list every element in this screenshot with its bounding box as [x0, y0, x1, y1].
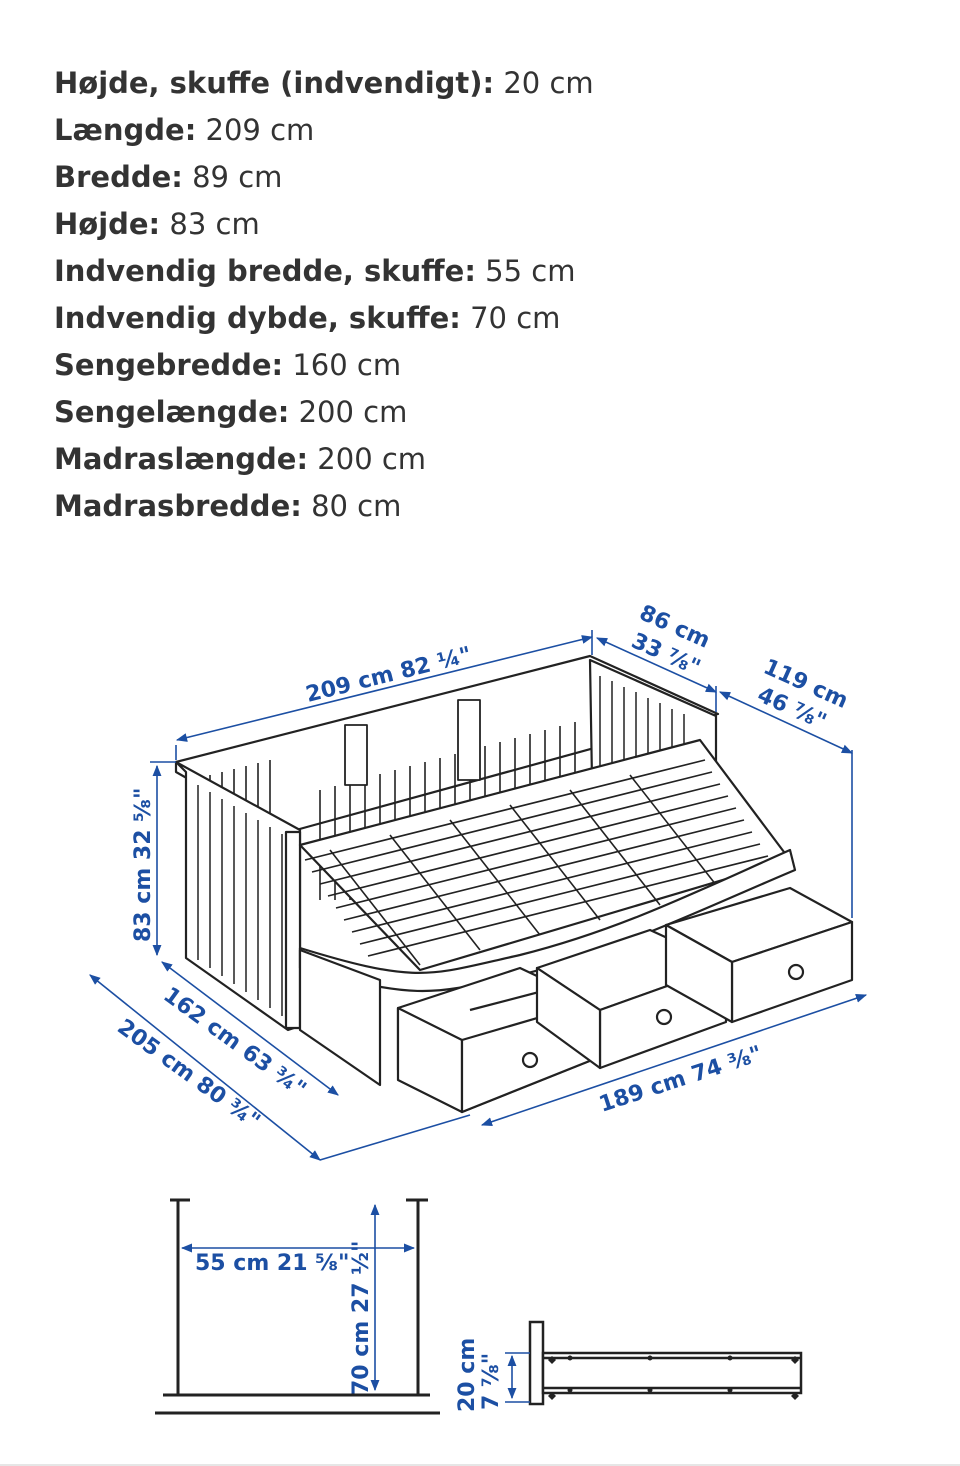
spec-drawer-inner-width: Indvendig bredde, skuffe: 55 cm	[54, 254, 576, 288]
back-panel-inset-left	[344, 724, 368, 786]
spec-bed-width: Sengebredde: 160 cm	[54, 348, 402, 382]
drawer-top-view	[155, 1198, 440, 1415]
spec-drawer-inner-depth: Indvendig dybde, skuffe: 70 cm	[54, 301, 561, 335]
drawer-knob-left	[521, 1051, 539, 1069]
drawer-side-view	[528, 1320, 803, 1406]
spec-width: Bredde: 89 cm	[54, 160, 283, 194]
bottom-divider	[0, 1464, 960, 1466]
spec-length: Længde: 209 cm	[54, 113, 315, 147]
spec-mattress-length: Madraslængde: 200 cm	[54, 442, 427, 476]
spec-height: Højde: 83 cm	[54, 207, 260, 241]
height-dimension-label: 83 cm 32 ⅝"	[131, 788, 156, 942]
drawer-inner-depth-label: 70 cm 27 ½"	[349, 1241, 374, 1395]
drawer-height-label-in: 7 ⅞"	[479, 1353, 504, 1410]
drawer-knob-middle	[655, 1008, 673, 1026]
drawer-side-rivets	[548, 1355, 799, 1400]
drawer-knob-right	[787, 963, 805, 981]
drawer-inner-width-label: 55 cm 21 ⅝"	[195, 1251, 349, 1276]
drawer-height-label-cm: 20 cm	[455, 1338, 480, 1412]
left-end-cap	[284, 830, 302, 1030]
back-panel-inset-right	[457, 699, 481, 781]
dimension-lines	[89, 630, 868, 1161]
specifications-list: Højde, skuffe (indvendigt): 20 cm Længde…	[54, 60, 594, 530]
spec-drawer-inner-height: Højde, skuffe (indvendigt): 20 cm	[54, 66, 594, 100]
spec-bed-length: Sengelængde: 200 cm	[54, 395, 408, 429]
spec-mattress-width: Madrasbredde: 80 cm	[54, 489, 402, 523]
daybed-dimension-drawing: 209 cm 82 ¼" 86 cm 33 ⅞" 119 cm 46 ⅞" 83…	[89, 601, 868, 1415]
base-slats	[304, 759, 769, 966]
